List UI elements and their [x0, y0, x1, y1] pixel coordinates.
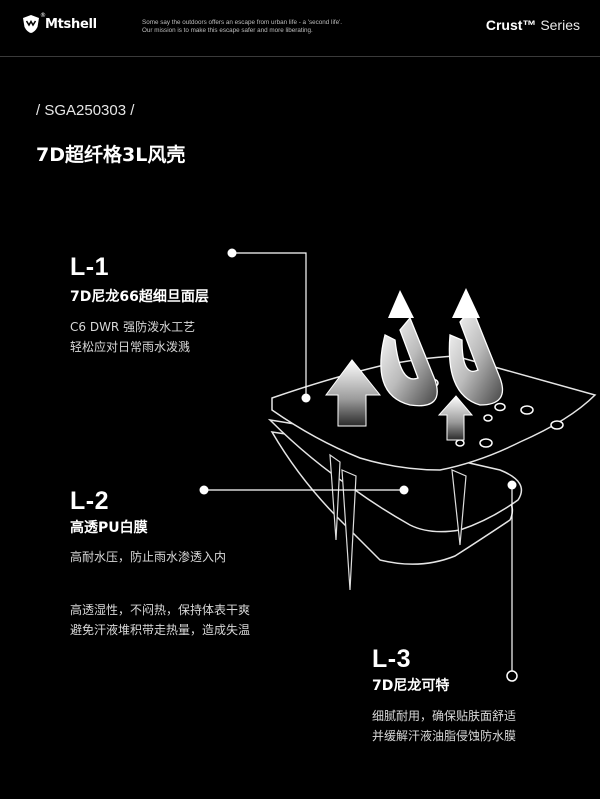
vapor-up-arrow	[325, 359, 382, 427]
layer-2-label: L-2	[70, 487, 109, 515]
fabric-spike	[451, 469, 467, 546]
series-word: Series	[540, 17, 580, 33]
brand-name: Mtshell	[45, 16, 97, 32]
shell-logo-icon	[23, 15, 39, 33]
water-repel-arrow-left	[380, 316, 438, 407]
layer-2-desc-line-1: 高透湿性，不闷热，保持体表干爽	[70, 603, 251, 617]
layer-1-description: C6 DWR 强防泼水工艺 轻松应对日常雨水泼溅	[70, 317, 195, 357]
leader-dot-end	[506, 670, 518, 682]
layer-3-desc-line-1: 细腻耐用，确保贴肤面舒适	[372, 709, 517, 723]
leader-l1	[232, 252, 307, 398]
slogan-line-2: Our mission is to make this escape safer…	[142, 27, 313, 34]
layer-2-description-2: 高透湿性，不闷热，保持体表干爽 避免汗液堆积带走热量，造成失温	[70, 600, 250, 640]
layer-3-desc-line-2: 并缓解汗液油脂侵蚀防水膜	[372, 729, 517, 743]
layer-2-desc-line-2: 避免汗液堆积带走热量，造成失温	[70, 623, 251, 637]
layer-1-label: L-1	[70, 253, 109, 281]
brand-slogan: Some say the outdoors offers an escape f…	[142, 19, 342, 35]
water-repel-arrow-right	[448, 306, 504, 406]
fabric-spike	[329, 453, 341, 541]
arrow-head-right	[452, 288, 480, 318]
slogan-line-1: Some say the outdoors offers an escape f…	[142, 19, 343, 26]
layer-1-name: 7D尼龙66超细旦面层	[70, 289, 209, 305]
header: ® Mtshell Some say the outdoors offers a…	[0, 0, 600, 57]
series-brand: Crust™	[485, 17, 537, 33]
leader-lines	[204, 252, 513, 676]
vapor-up-arrow-small	[437, 395, 474, 441]
product-code: / SGA250303 /	[36, 102, 135, 119]
arrow-head-left	[388, 290, 414, 318]
layer-3-name: 7D尼龙可特	[372, 678, 450, 694]
registered-mark: ®	[40, 12, 46, 19]
leader-dots	[199, 248, 517, 495]
layer-2-name: 高透PU白膜	[70, 520, 148, 536]
layer-2-description-1: 高耐水压，防止雨水渗透入内	[70, 550, 227, 564]
layer-1-desc-line-1: C6 DWR 强防泼水工艺	[70, 320, 196, 334]
product-title: 7D超纤格3L风壳	[36, 144, 186, 166]
layer-3-description: 细腻耐用，确保贴肤面舒适 并缓解汗液油脂侵蚀防水膜	[372, 706, 516, 746]
fabric-spike	[341, 469, 357, 591]
brand-logo[interactable]: ® Mtshell	[22, 12, 97, 34]
layer-3-label: L-3	[372, 645, 411, 673]
layer-1-desc-line-2: 轻松应对日常雨水泼溅	[70, 340, 191, 354]
series-name: Crust™ Series	[486, 17, 580, 33]
